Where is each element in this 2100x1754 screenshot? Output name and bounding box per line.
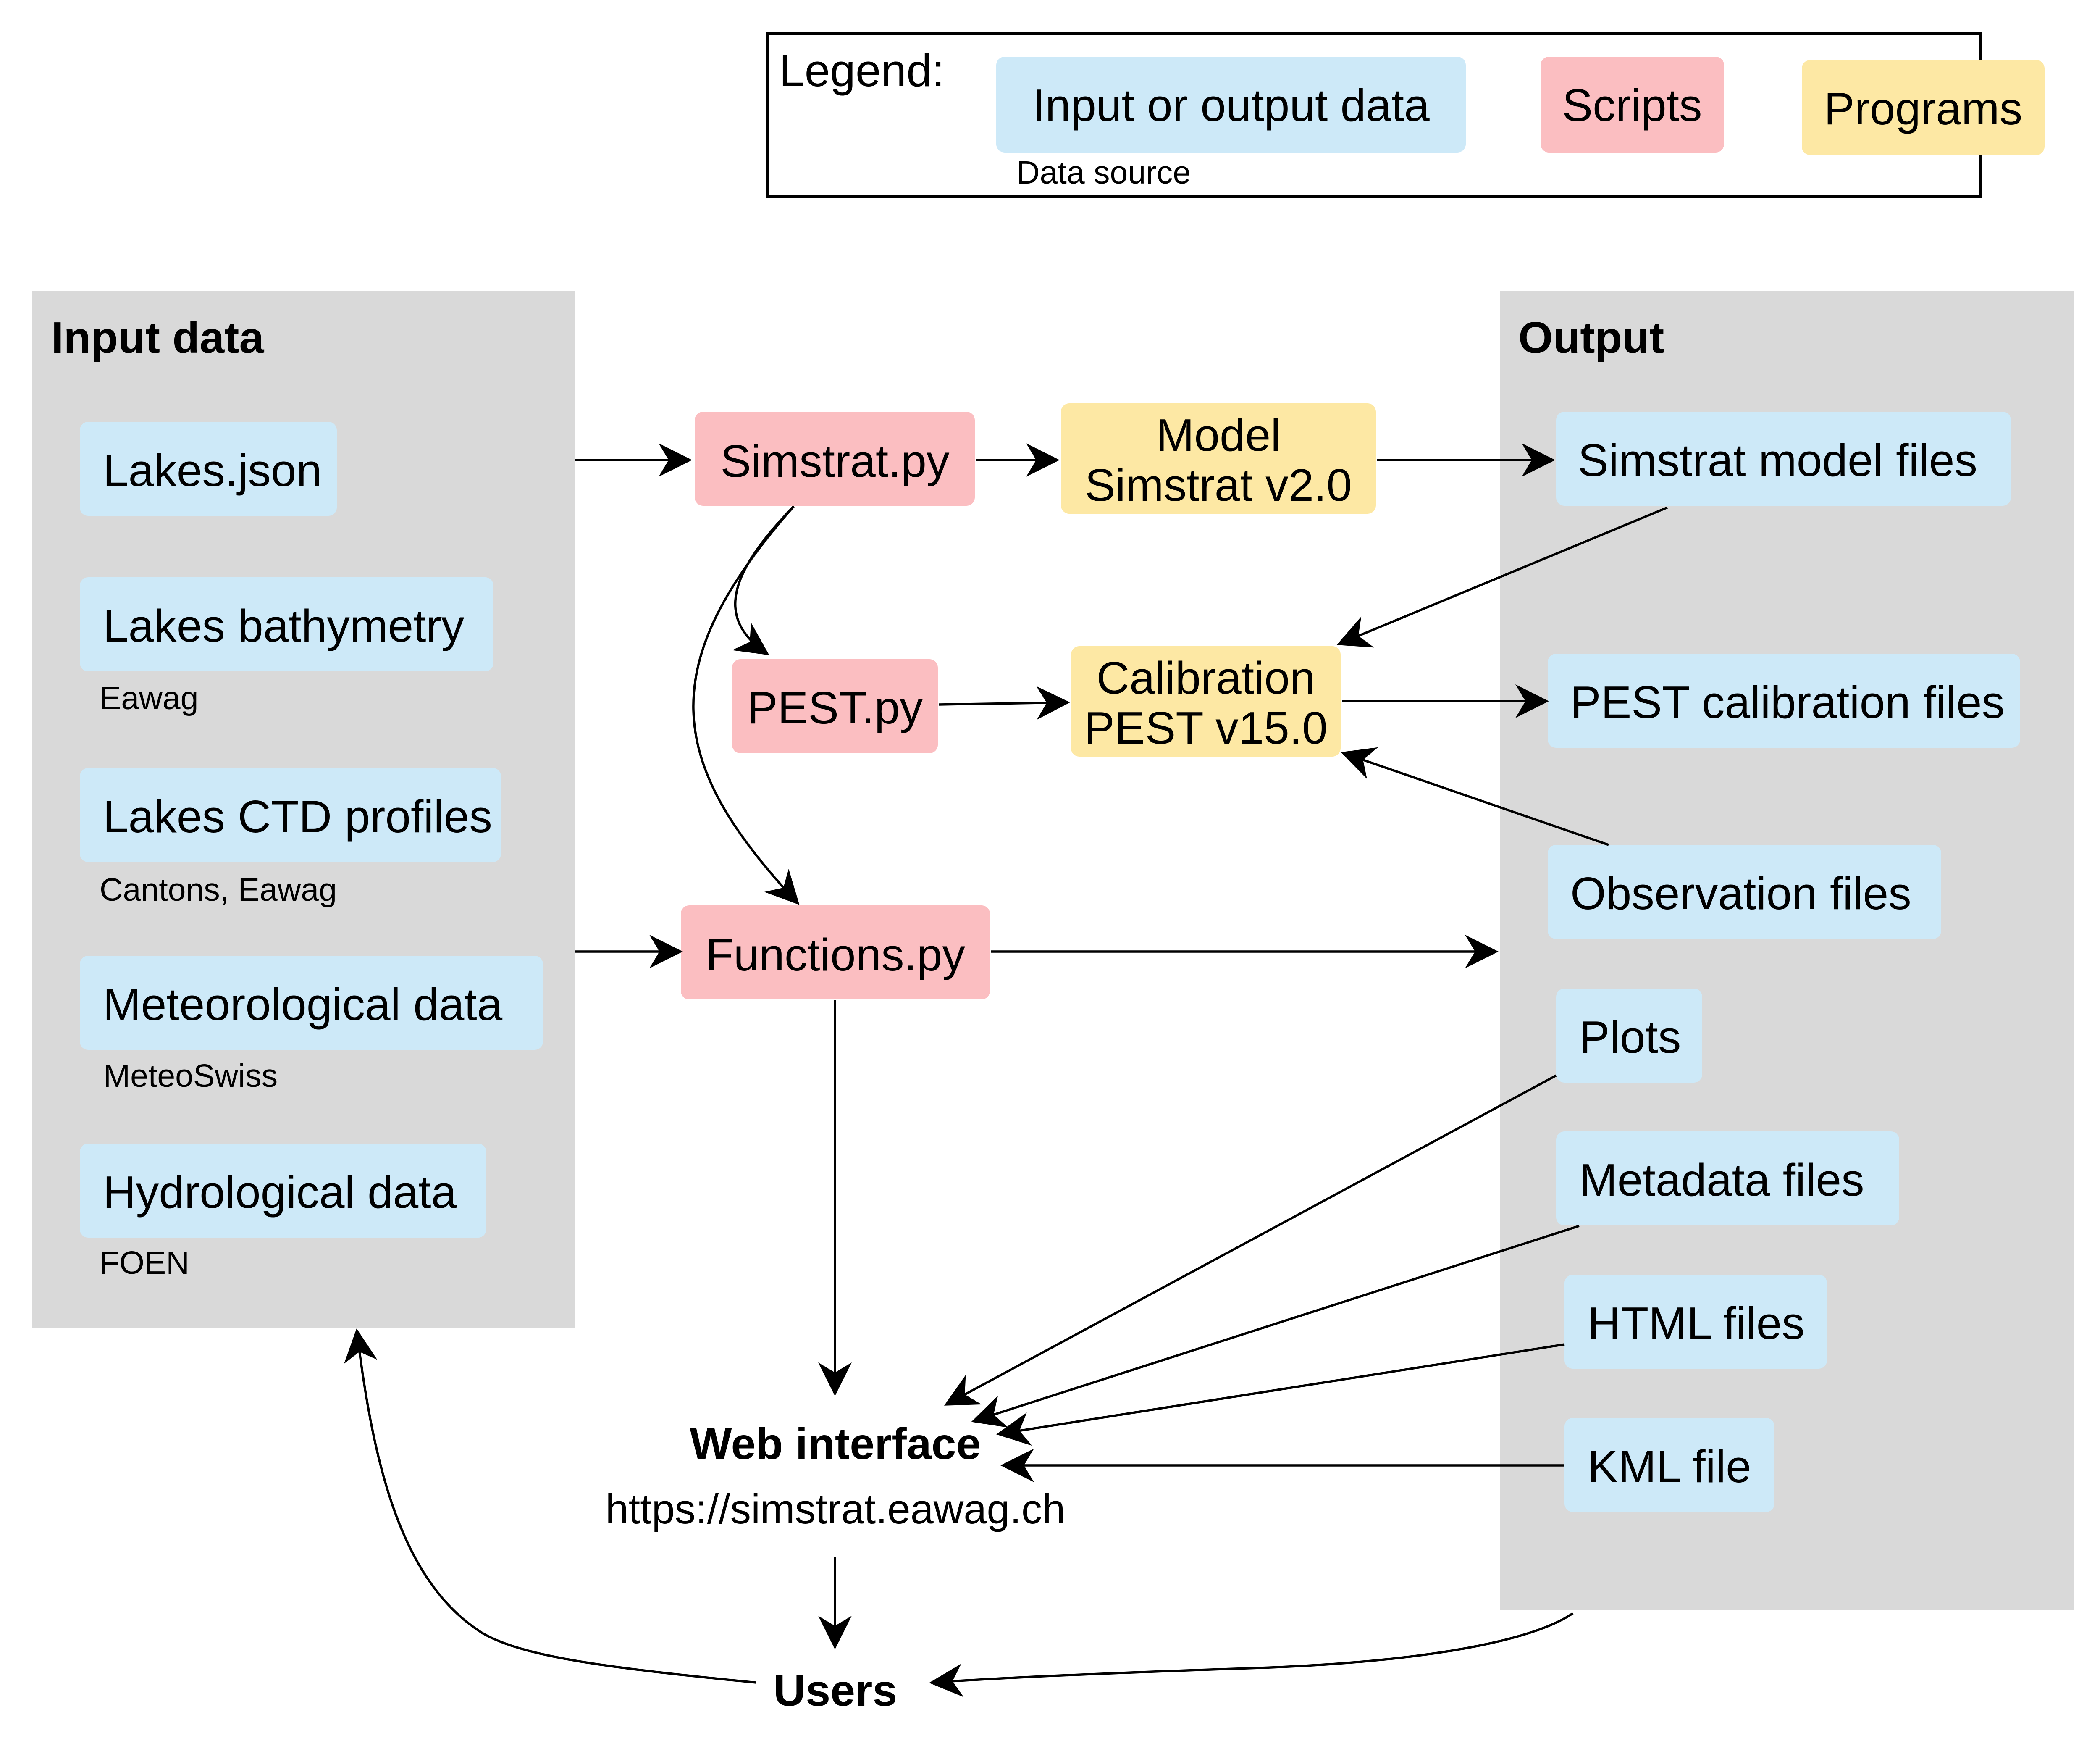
pest-script-label: PEST.py: [747, 682, 923, 734]
input-lakes-ctd-profiles-source: Cantons, Eawag: [100, 872, 337, 908]
output-kml-file: [1564, 1418, 1774, 1512]
edge-metadata-to-web: [971, 1225, 1580, 1428]
output-html-files-label: HTML files: [1588, 1298, 1805, 1349]
legend-programs-swatch: [1802, 60, 2045, 155]
input-hydrological-data: [80, 1144, 486, 1238]
edge-users-to-input: [344, 1328, 756, 1684]
input-lakes-ctd-profiles-label: Lakes CTD profiles: [103, 791, 492, 842]
functions-script-label: Functions.py: [706, 929, 965, 981]
output-simstrat-model-files: [1556, 412, 2011, 506]
output-observation-files: [1548, 845, 1941, 939]
model-program: [1061, 403, 1376, 514]
legend-programs-label: Programs: [1824, 83, 2022, 134]
legend-data-label: Input or output data: [1032, 80, 1430, 131]
web-interface-url: https://simstrat.eawag.ch: [606, 1486, 1066, 1532]
legend-title: Legend:: [779, 45, 945, 96]
output-metadata-files-label: Metadata files: [1579, 1154, 1864, 1206]
edge-pest-to-calibration: [939, 686, 1070, 720]
input-hydrological-data-source: FOEN: [100, 1245, 189, 1281]
input-data-panel: Input data Lakes.json Lakes bathymetry E…: [32, 291, 575, 1328]
edge-simstrat-to-pest: [732, 505, 795, 655]
legend: Legend: Input or output data Data source…: [766, 32, 2045, 198]
output-metadata-files: [1556, 1131, 1899, 1225]
legend-scripts-label: Scripts: [1562, 80, 1702, 131]
input-lakes-bathymetry-label: Lakes bathymetry: [103, 600, 465, 652]
simstrat-script: [695, 412, 975, 506]
input-meteorological-data-source: MeteoSwiss: [103, 1058, 278, 1094]
edge-simstrat-to-functions: [692, 505, 800, 905]
input-lakes-json-label: Lakes.json: [103, 445, 322, 496]
edge-html-to-web: [996, 1343, 1565, 1446]
calibration-program-line1: Calibration: [1096, 652, 1315, 704]
legend-scripts-swatch: [1541, 57, 1724, 153]
output-html-files: [1564, 1275, 1827, 1369]
output-panel: Output Simstrat model files PEST calibra…: [1500, 291, 2074, 1610]
web-interface: Web interface https://simstrat.eawag.ch: [606, 1419, 1066, 1532]
edge-output-to-users: [929, 1612, 1574, 1697]
output-kml-file-label: KML file: [1588, 1441, 1751, 1492]
pest-script: [732, 659, 938, 753]
output-pest-calibration-files-label: PEST calibration files: [1570, 677, 2005, 728]
scripts: Simstrat.py PEST.py Functions.py: [681, 412, 990, 999]
input-panel-title: Input data: [51, 313, 264, 363]
edge-simstrat-files-to-calibration: [1336, 506, 1668, 648]
output-plots: [1556, 989, 1702, 1083]
input-meteorological-data: [80, 956, 543, 1050]
model-program-line2: Simstrat v2.0: [1085, 460, 1352, 511]
functions-script: [681, 905, 990, 999]
input-lakes-bathymetry-source: Eawag: [100, 680, 198, 716]
programs: Model Simstrat v2.0 Calibration PEST v15…: [1061, 403, 1376, 757]
calibration-program: [1071, 646, 1341, 757]
input-lakes-ctd-profiles: [80, 768, 501, 862]
edges: [344, 443, 1668, 1697]
legend-data-swatch: [996, 57, 1466, 153]
output-panel-title: Output: [1518, 313, 1664, 363]
input-meteorological-data-label: Meteorological data: [103, 979, 503, 1030]
input-lakes-bathymetry: [80, 577, 494, 671]
output-pest-calibration-files: [1548, 654, 2020, 748]
users-label: Users: [774, 1666, 898, 1715]
output-observation-files-label: Observation files: [1570, 868, 1911, 919]
input-hydrological-data-label: Hydrological data: [103, 1167, 457, 1218]
calibration-program-line2: PEST v15.0: [1084, 702, 1328, 754]
simstrat-script-label: Simstrat.py: [720, 436, 950, 487]
web-interface-title: Web interface: [690, 1419, 981, 1469]
edge-observation-to-calibration: [1341, 747, 1609, 846]
edge-plots-to-web: [944, 1074, 1557, 1406]
model-program-line1: Model: [1156, 410, 1281, 461]
output-simstrat-model-files-label: Simstrat model files: [1578, 435, 1977, 486]
legend-data-source-label: Data source: [1016, 155, 1191, 191]
input-lakes-json: [80, 422, 337, 516]
output-plots-label: Plots: [1579, 1012, 1681, 1063]
